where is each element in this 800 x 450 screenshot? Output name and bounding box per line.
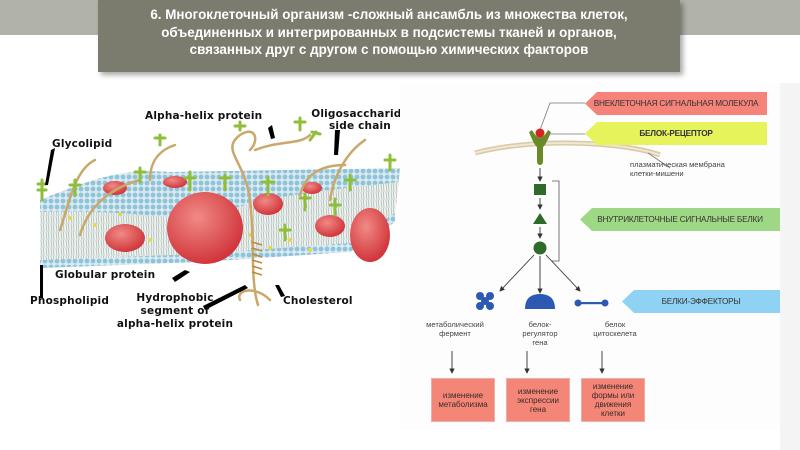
label-pointers bbox=[40, 125, 340, 310]
title-line-2: объединенных и интегрированных в подсист… bbox=[161, 24, 617, 40]
label-cholesterol: Cholesterol bbox=[283, 295, 353, 307]
result-box-cell-shape: изменение формы или движения клетки bbox=[581, 378, 645, 422]
label-hydrophobic-segment: Hydrophobic segment of alpha-helix prote… bbox=[110, 292, 240, 331]
tag-extracellular-signal: ВНЕКЛЕТОЧНАЯ СИГНАЛЬНАЯ МОЛЕКУЛА bbox=[585, 92, 767, 115]
label-plasma-membrane: плазматическая мембрана клетки-мишени bbox=[630, 160, 725, 178]
result-line: метаболизма bbox=[438, 400, 488, 409]
helix-segment bbox=[251, 241, 263, 276]
result-line: формы или bbox=[591, 391, 635, 400]
label-oligosaccharide: Oligosaccharide side chain bbox=[305, 108, 415, 132]
label-hydrophobic-line-3: alpha-helix protein bbox=[116, 318, 234, 330]
label-hydrophobic-line-2: segment of bbox=[140, 305, 210, 317]
label-oligosaccharide-line-1: Oligosaccharide bbox=[311, 108, 409, 120]
gene-regulator-shape bbox=[525, 294, 555, 309]
cell-membrane-illustration bbox=[36, 116, 400, 310]
effector-label-metabolic-enzyme: метаболический фермент bbox=[420, 320, 490, 338]
label-phospholipid: Phospholipid bbox=[30, 295, 110, 307]
result-line: гена bbox=[529, 404, 547, 414]
signal-protein-circle bbox=[533, 241, 547, 255]
result-line: движения bbox=[594, 400, 632, 409]
tag-intracellular-signal-proteins: ВНУТРИКЛЕТОЧНЫЕ СИГНАЛЬНЫЕ БЕЛКИ bbox=[580, 208, 780, 231]
slide-title: 6. Многоклеточный организм -сложный анса… bbox=[98, 0, 680, 72]
label-plasma-membrane-line-1: плазматическая мембрана bbox=[630, 160, 725, 169]
effector-label-line: цитоскелета bbox=[593, 329, 637, 338]
oligosaccharide-chains bbox=[36, 116, 397, 242]
effector-label-line: фермент bbox=[439, 329, 471, 338]
result-line: изменение bbox=[517, 386, 559, 396]
signaling-diagram bbox=[449, 102, 671, 374]
bracket bbox=[552, 180, 560, 262]
result-line: изменение bbox=[592, 382, 634, 391]
globular-proteins bbox=[103, 176, 390, 264]
label-hydrophobic-line-1: Hydrophobic bbox=[136, 292, 214, 304]
label-alpha-helix-protein: Alpha-helix protein bbox=[145, 110, 263, 122]
leader-line-signal bbox=[539, 102, 585, 131]
effector-label-line: белок bbox=[604, 320, 626, 329]
effector-label-line: белок- bbox=[528, 320, 552, 329]
signal-protein-triangle bbox=[533, 213, 547, 224]
tag-effector-proteins: БЕЛКИ-ЭФФЕКТОРЫ bbox=[622, 290, 780, 313]
effector-label-gene-regulator: белок- регулятор гена bbox=[505, 320, 575, 347]
protein-chains bbox=[58, 130, 367, 307]
tag-receptor-protein: БЕЛОК-РЕЦЕПТОР bbox=[585, 122, 767, 145]
title-line-3: связанных друг с другом с помощью химиче… bbox=[189, 42, 589, 57]
label-oligosaccharide-line-2: side chain bbox=[328, 120, 391, 132]
result-box-gene-expression: изменение экспрессии гена bbox=[506, 378, 570, 422]
effector-label-line: метаболический bbox=[426, 320, 484, 329]
signal-protein-square bbox=[534, 184, 546, 195]
label-globular-protein: Globular protein bbox=[55, 269, 156, 281]
cytoskeleton-shape bbox=[574, 299, 609, 307]
signal-molecule bbox=[535, 128, 545, 138]
leader-line-membrane bbox=[647, 152, 671, 169]
result-line: клетки bbox=[600, 409, 626, 418]
label-glycolipid: Glycolipid bbox=[52, 138, 113, 150]
effector-label-line: гена bbox=[532, 338, 548, 347]
metabolic-enzyme-shape bbox=[476, 292, 494, 310]
label-plasma-membrane-line-2: клетки-мишени bbox=[630, 169, 684, 178]
result-line: экспрессии bbox=[517, 395, 559, 405]
effector-label-line: регулятор bbox=[522, 329, 558, 338]
result-box-metabolism: изменение метаболизма bbox=[431, 378, 495, 422]
receptor-protein bbox=[529, 130, 551, 165]
result-line: изменение bbox=[442, 391, 484, 400]
right-margin bbox=[780, 83, 800, 450]
effector-label-cytoskeleton: белок цитоскелета bbox=[580, 320, 650, 338]
title-line-1: 6. Многоклеточный организм -сложный анса… bbox=[150, 7, 628, 22]
